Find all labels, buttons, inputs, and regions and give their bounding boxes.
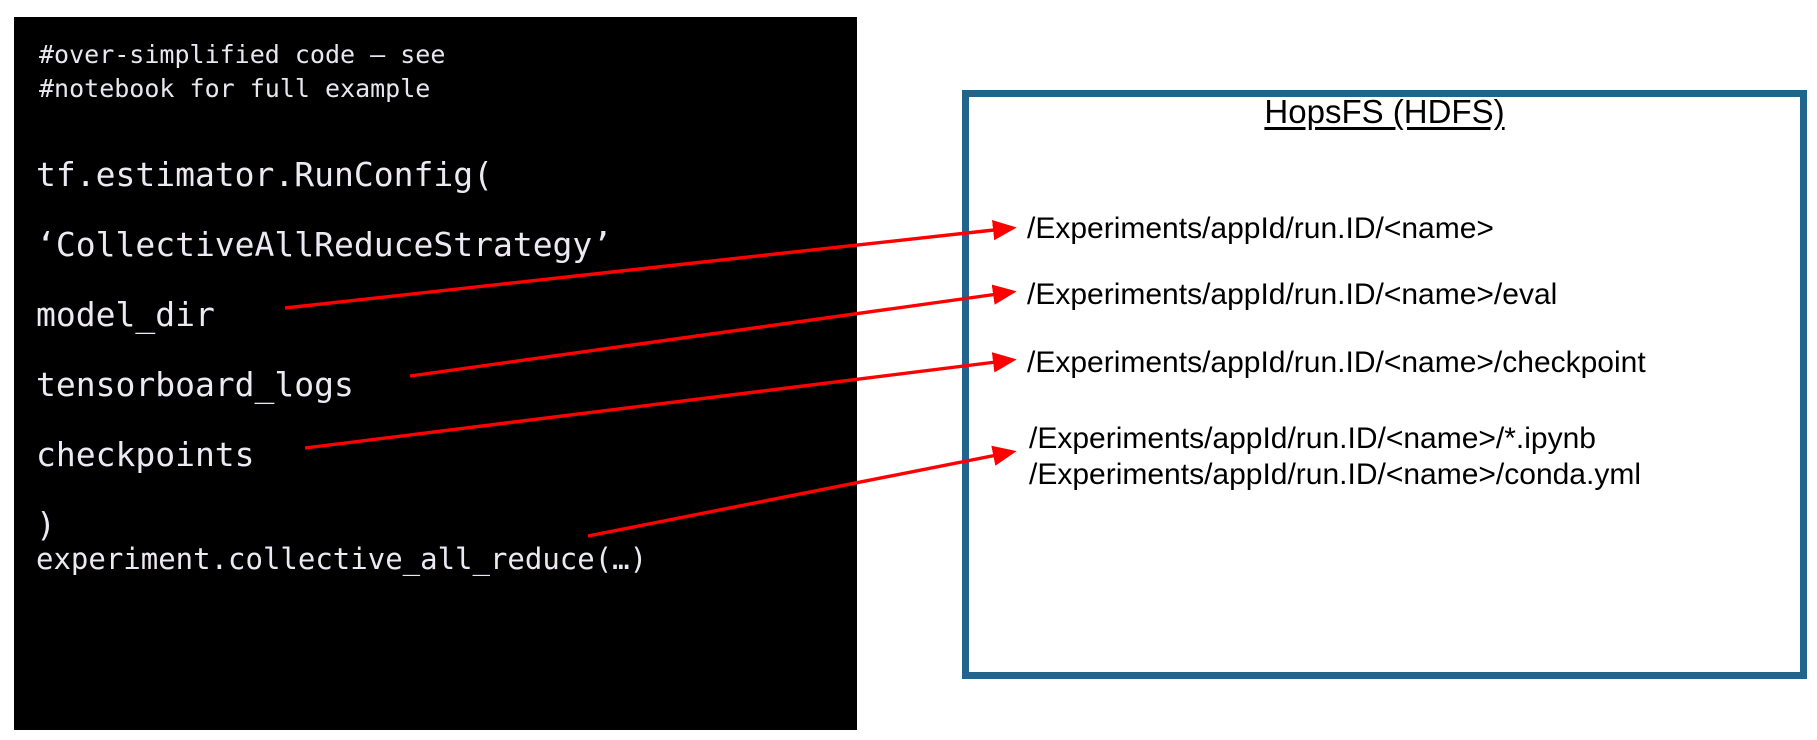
path-line-root: /Experiments/appId/run.ID/<name> — [1027, 212, 1494, 245]
code-comment-line-1: #over-simplified code – see — [39, 40, 446, 69]
hopsfs-title-text: HopsFS (HDFS) — [1264, 93, 1505, 130]
path-line-conda: /Experiments/appId/run.ID/<name>/conda.y… — [1029, 458, 1641, 491]
code-line-collective-all-reduce: experiment.collective_all_reduce(…) — [36, 542, 648, 576]
code-line-checkpoints: checkpoints — [36, 435, 255, 474]
path-line-eval: /Experiments/appId/run.ID/<name>/eval — [1027, 278, 1558, 311]
code-line-runconfig: tf.estimator.RunConfig( — [36, 155, 493, 194]
hopsfs-title: HopsFS (HDFS) — [962, 93, 1807, 131]
code-line-strategy: ‘CollectiveAllReduceStrategy’ — [36, 225, 613, 264]
path-line-checkpoint: /Experiments/appId/run.ID/<name>/checkpo… — [1027, 346, 1646, 379]
code-panel: #over-simplified code – see #notebook fo… — [14, 17, 857, 730]
hopsfs-box — [962, 90, 1807, 679]
code-comment-line-2: #notebook for full example — [39, 74, 431, 103]
code-line-model-dir: model_dir — [36, 295, 215, 334]
code-line-close-paren: ) — [36, 505, 56, 544]
code-line-tensorboard-logs: tensorboard_logs — [36, 365, 354, 404]
path-line-ipynb: /Experiments/appId/run.ID/<name>/*.ipynb — [1029, 422, 1596, 455]
